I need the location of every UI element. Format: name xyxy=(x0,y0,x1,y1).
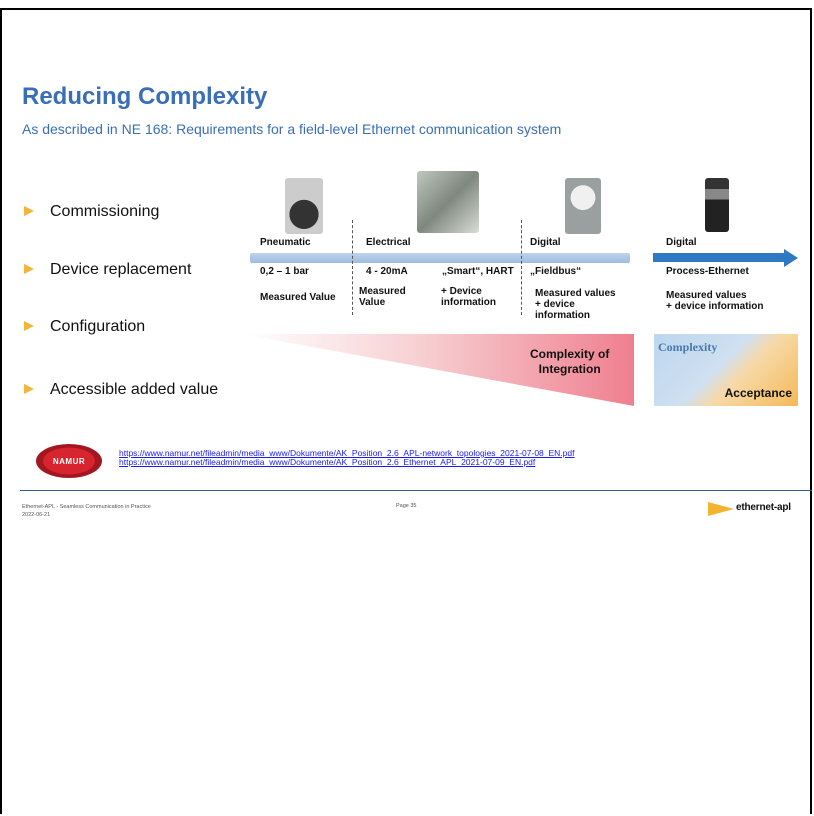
electrical-device-image xyxy=(417,171,479,233)
footer-divider xyxy=(20,490,812,491)
slide: Reducing Complexity As described in NE 1… xyxy=(20,83,812,518)
slide-title: Reducing Complexity xyxy=(22,83,268,110)
value-label: Measured values + device information xyxy=(666,290,764,312)
bullet-arrow-icon xyxy=(24,383,34,394)
pneumatic-device-image xyxy=(285,178,323,234)
ethernet-apl-logo: ethernet-apl xyxy=(708,500,812,518)
fieldbus-device-image xyxy=(565,178,601,234)
signal-label: „Smart“, HART xyxy=(442,266,514,277)
bullet-arrow-icon xyxy=(24,205,34,216)
acceptance-graphic: Complexity Acceptance xyxy=(654,334,798,406)
integration-complexity-label: Complexity of Integration xyxy=(530,347,610,376)
era-header-electrical: Electrical xyxy=(366,237,411,248)
slide-subtitle: As described in NE 168: Requirements for… xyxy=(22,121,562,137)
bullet-arrow-icon xyxy=(24,320,34,331)
era-header-digital: Digital xyxy=(666,237,697,248)
arrow-right-icon xyxy=(784,249,798,267)
signal-label: 4 - 20mA xyxy=(366,266,408,277)
signal-label: 0,2 – 1 bar xyxy=(260,266,309,277)
timeline-divider xyxy=(521,220,522,315)
value-label: Measured Value xyxy=(359,286,406,308)
reference-links: https://www.namur.net/fileadmin/media_ww… xyxy=(119,449,574,467)
ethernet-device-image xyxy=(705,178,729,232)
era-header-pneumatic: Pneumatic xyxy=(260,237,311,248)
page-number: Page 35 xyxy=(396,503,417,509)
footer-info: Ethernet-APL - Seamless Communication in… xyxy=(22,504,151,518)
timeline-arrow xyxy=(653,253,786,262)
bullet-item: Device replacement xyxy=(24,261,191,279)
signal-label: Process-Ethernet xyxy=(666,266,749,277)
page-frame xyxy=(0,8,812,814)
complexity-label: Complexity xyxy=(658,340,718,354)
reference-link[interactable]: https://www.namur.net/fileadmin/media_ww… xyxy=(119,457,536,467)
bullet-item: Accessible added value xyxy=(24,381,218,399)
timeline-bar xyxy=(250,253,630,263)
value-label: Measured values + device information xyxy=(535,288,616,321)
value-label: + Device information xyxy=(441,286,496,308)
namur-logo: NAMUR xyxy=(36,444,102,478)
bullet-arrow-icon xyxy=(24,263,34,274)
signal-label: „Fieldbus“ xyxy=(530,266,582,277)
timeline-divider xyxy=(352,220,353,315)
acceptance-label: Acceptance xyxy=(724,386,792,400)
reference-link[interactable]: https://www.namur.net/fileadmin/media_ww… xyxy=(119,448,575,458)
bullet-item: Commissioning xyxy=(24,203,159,221)
era-header-digital: Digital xyxy=(530,237,561,248)
value-label: Measured Value xyxy=(260,292,336,303)
bullet-item: Configuration xyxy=(24,318,145,336)
logo-wedge-icon xyxy=(708,502,734,516)
